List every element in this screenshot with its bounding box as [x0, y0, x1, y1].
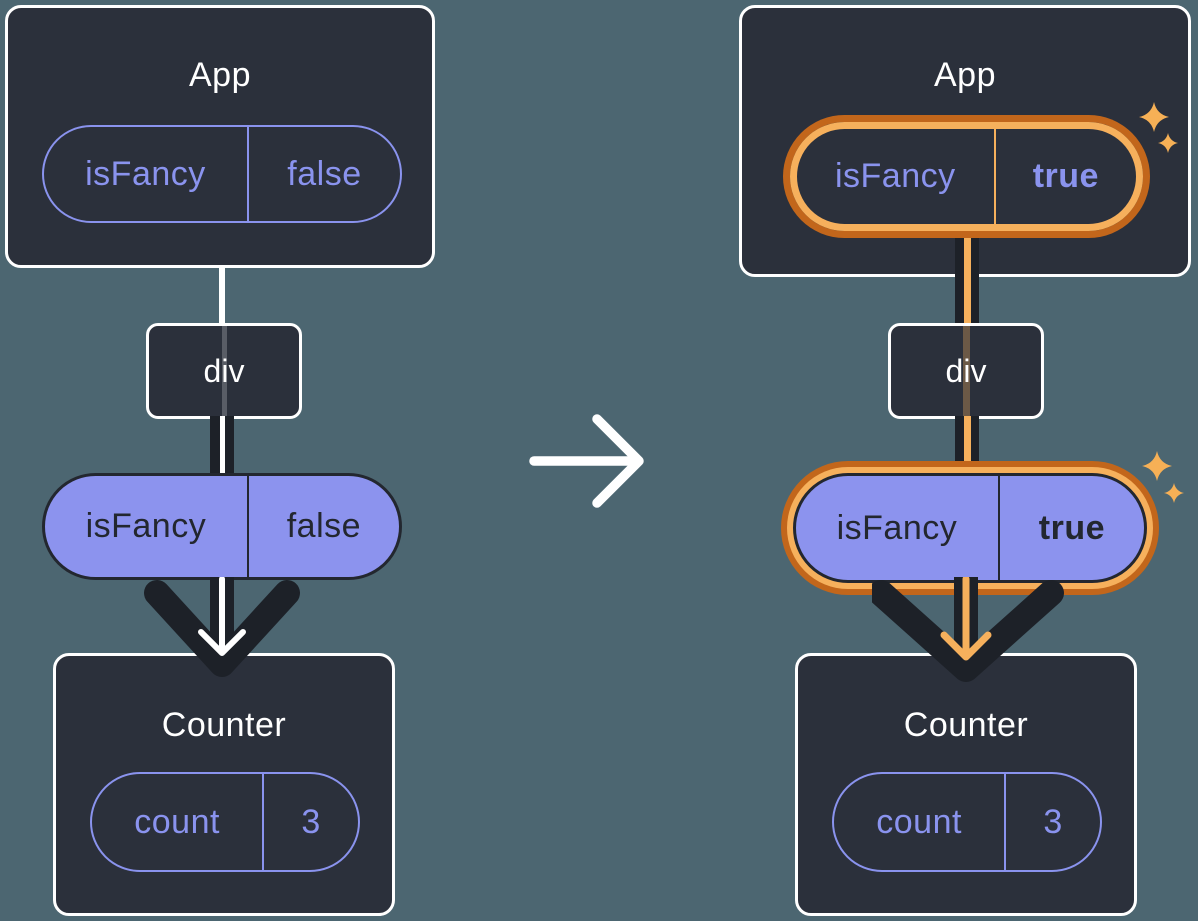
count-pill-name: count — [834, 774, 1007, 870]
connector-core — [219, 416, 225, 475]
transition-arrow-icon — [529, 414, 644, 508]
sparkle-icon — [1142, 451, 1184, 503]
state-pill-name: isFancy — [797, 129, 996, 224]
app-card-title: App — [189, 56, 251, 94]
app-card-title: App — [934, 56, 996, 94]
prop-pill-name: isFancy — [796, 476, 1000, 580]
flow-arrow-icon — [872, 577, 1064, 682]
prop-pill: isFancy false — [42, 473, 402, 580]
sparkle-icon — [1139, 102, 1178, 153]
state-pill-value: false — [287, 154, 362, 193]
count-pill-value: 3 — [1043, 802, 1063, 841]
counter-card-title: Counter — [903, 706, 1029, 744]
prop-pill-value: false — [286, 507, 362, 545]
connector-app-div — [219, 265, 225, 326]
state-pill-highlighted: isFancy true — [790, 122, 1143, 231]
flow-arrow-icon — [144, 577, 300, 677]
connector-through-div — [221, 326, 227, 416]
connector-through-div — [962, 326, 970, 416]
count-pill: count 3 — [90, 772, 360, 872]
div-node-label: div — [945, 352, 987, 389]
connector-div-prop — [955, 416, 979, 475]
connector-div-prop — [210, 416, 234, 475]
connector-core — [963, 238, 971, 325]
state-pill-value: true — [1032, 157, 1099, 195]
prop-pill-name: isFancy — [45, 476, 249, 577]
connector-core — [963, 416, 971, 475]
div-node: div — [888, 323, 1044, 419]
div-node: div — [146, 323, 302, 419]
state-pill: isFancy false — [42, 125, 402, 223]
counter-card-title: Counter — [161, 706, 287, 744]
state-pill-name: isFancy — [44, 127, 249, 221]
prop-pill-value: true — [1038, 508, 1106, 547]
count-pill-name: count — [92, 774, 265, 870]
div-node-label: div — [203, 352, 245, 389]
count-pill: count 3 — [832, 772, 1102, 872]
prop-pill-highlighted: isFancy true — [793, 473, 1147, 583]
connector-app-div — [955, 238, 979, 325]
count-pill-value: 3 — [301, 802, 321, 841]
